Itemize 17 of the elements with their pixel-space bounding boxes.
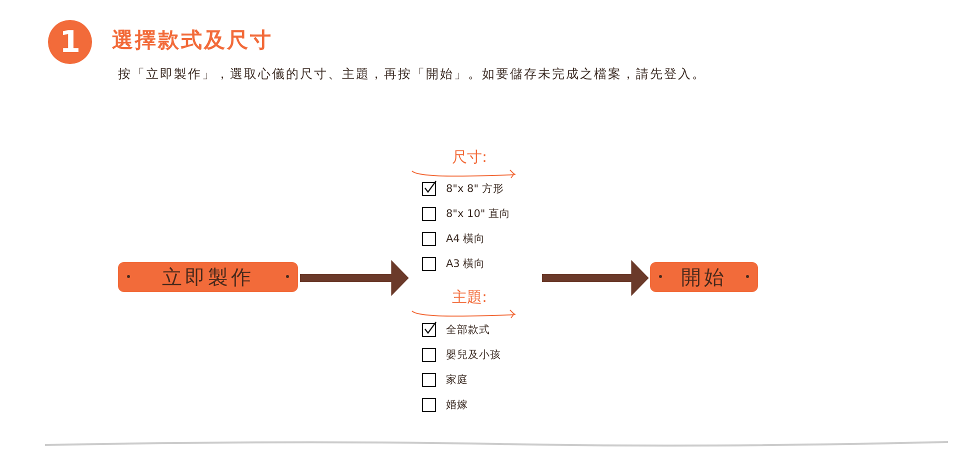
instruction-text: 按「立即製作」，選取心儀的尺寸、主題，再按「開始」。如要儲存未完成之檔案，請先登入。 (118, 66, 706, 83)
option-label: 全部款式 (446, 323, 490, 337)
option-label: A4 橫向 (446, 232, 486, 246)
section-heading: 主題: (452, 288, 488, 307)
start-making-button: 立即製作 (118, 262, 298, 292)
block-arrow (542, 260, 649, 296)
section-title: 選擇款式及尺寸 (112, 27, 273, 54)
option-label: A3 橫向 (446, 257, 486, 271)
block-arrow (300, 260, 409, 296)
section-heading: 尺寸: (452, 148, 488, 167)
start-button: 開始 (650, 262, 758, 292)
option-label: 家庭 (446, 373, 468, 387)
option-label: 8"x 10" 直向 (446, 207, 511, 221)
option-label: 婚嫁 (446, 398, 468, 412)
option-label: 8"x 8" 方形 (446, 182, 504, 196)
option-label: 嬰兒及小孩 (446, 348, 501, 362)
step-number-badge: 1 (48, 20, 92, 64)
